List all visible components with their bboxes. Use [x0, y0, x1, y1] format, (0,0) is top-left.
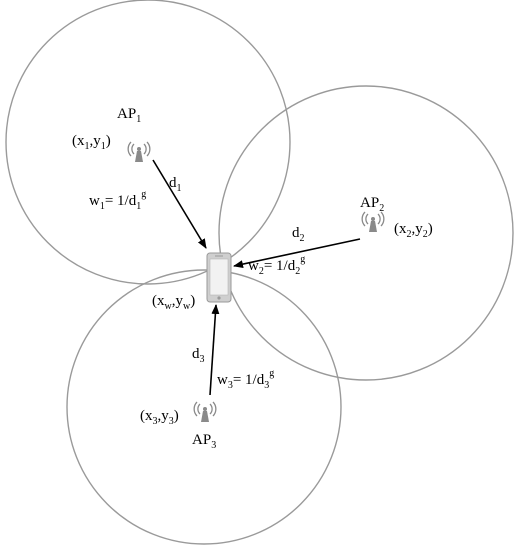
ap2-label: AP2 — [360, 195, 384, 214]
weight-w1-formula: w1= 1/d1g — [89, 189, 146, 212]
mobile-device-icon — [206, 252, 232, 303]
distance-d3-label: d3 — [192, 346, 205, 365]
arrow-ap1-to-device — [152, 159, 207, 249]
ap3-coordinates: (x3,y3) — [140, 408, 179, 427]
weight-w3-formula: w3= 1/d3g — [217, 368, 274, 391]
ap1-label: AP1 — [117, 106, 141, 125]
ap1-antenna-icon — [127, 141, 151, 163]
ap3-antenna-icon — [193, 401, 217, 423]
weight-w2-formula: w2= 1/d2g — [248, 254, 305, 277]
device-coordinates: (xw,yw) — [152, 293, 195, 312]
distance-d1-label: d1 — [169, 175, 182, 194]
distance-d2-label: d2 — [292, 225, 305, 244]
arrow-ap2-to-device — [233, 238, 361, 269]
ap2-coordinates: (x2,y2) — [394, 221, 433, 240]
ap1-coordinates: (x1,y1) — [72, 133, 111, 152]
ap3-label: AP3 — [192, 432, 216, 451]
ap1-coverage-circle — [5, 0, 291, 285]
arrow-ap3-to-device — [209, 304, 220, 396]
ap2-coverage-circle — [218, 85, 514, 381]
ap3-coverage-circle — [66, 269, 342, 545]
ap2-antenna-icon — [361, 211, 385, 233]
